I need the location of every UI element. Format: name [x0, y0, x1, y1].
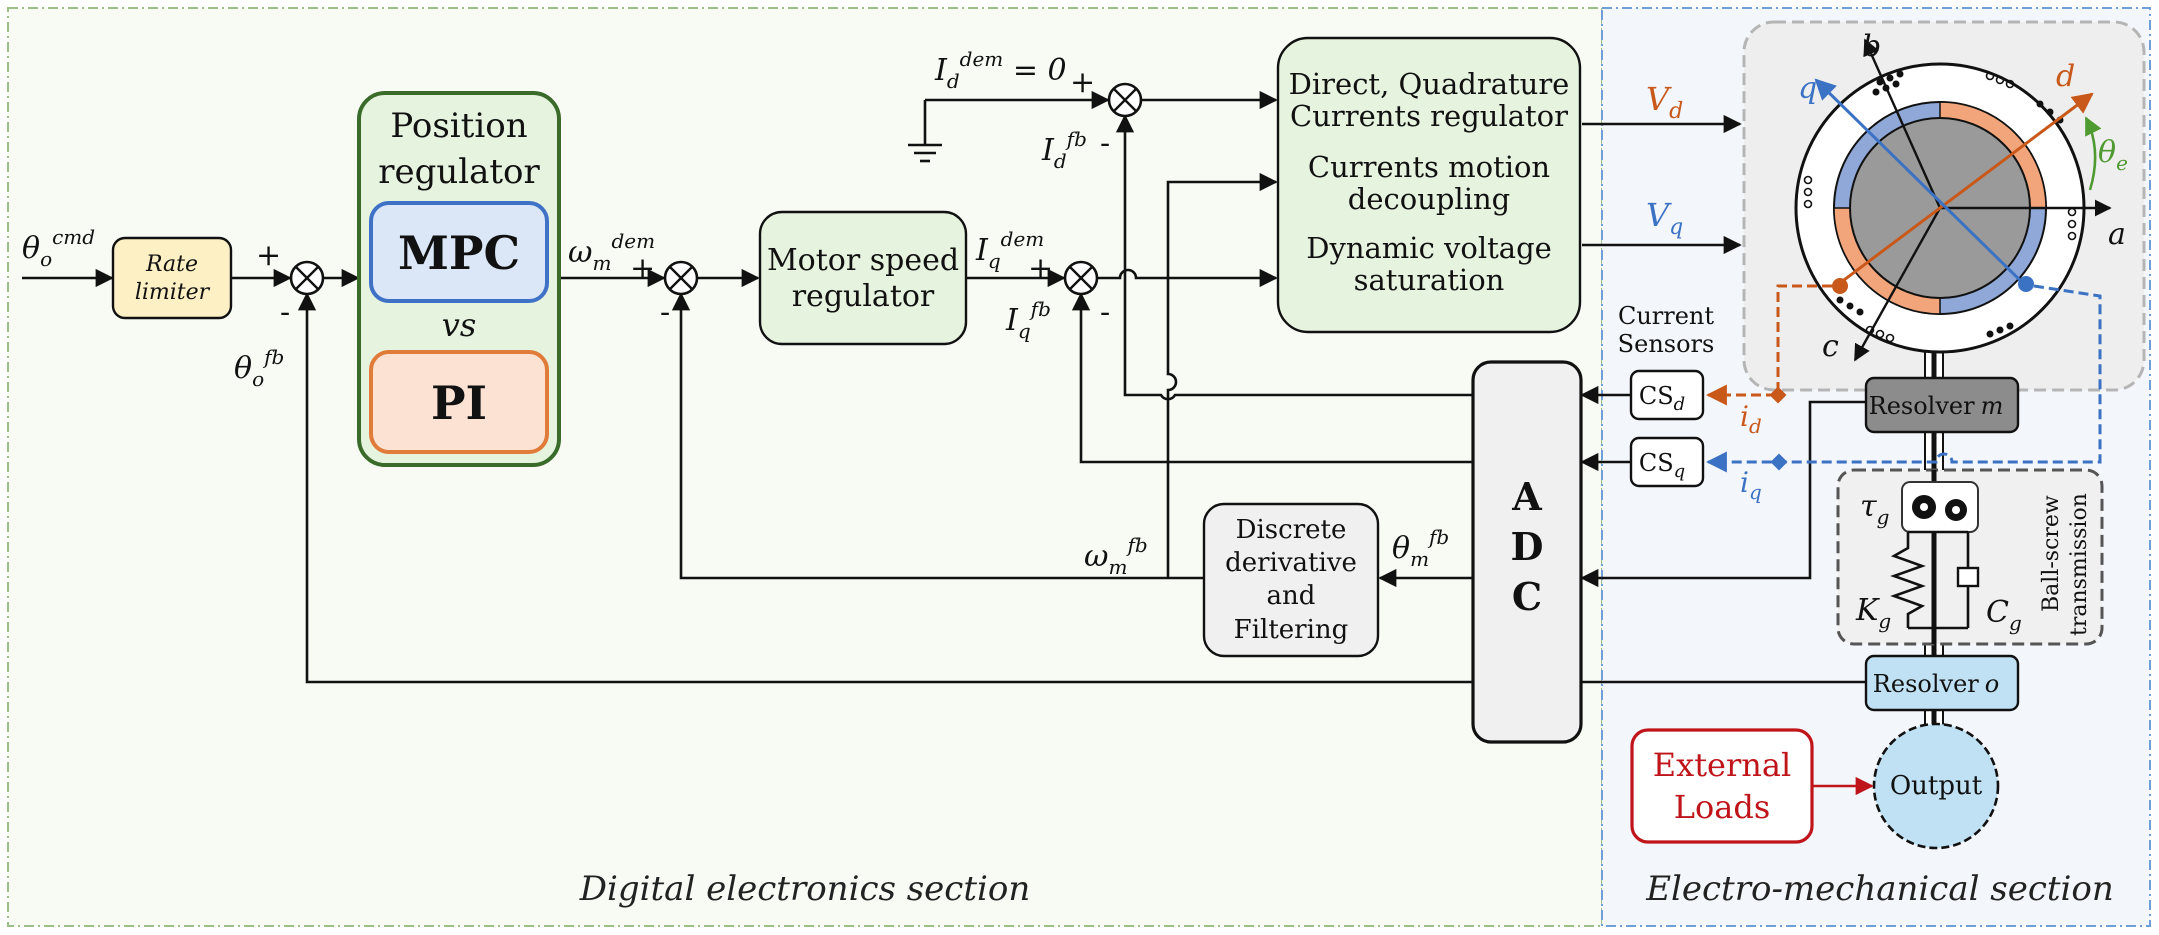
damper-icon	[1908, 530, 1980, 630]
axis-d-label: d	[2056, 59, 2075, 94]
svg-text:D: D	[1511, 524, 1544, 569]
mpc-block: MPC	[369, 201, 549, 303]
pi-block: PI	[369, 350, 549, 454]
svg-text:Loads: Loads	[1674, 788, 1771, 826]
pmsm-motor-cross-section	[1794, 38, 2112, 362]
svg-text:MPC: MPC	[398, 226, 520, 280]
vd-label: Vd	[1646, 80, 1683, 124]
svg-text:Position: Position	[390, 106, 527, 146]
cs-d-sensor: CSd	[1629, 369, 1705, 421]
sign-plus-id: +	[1070, 65, 1095, 100]
omega-dem-label: ωmdem	[568, 229, 655, 275]
id-current-label: id	[1740, 400, 1762, 438]
svg-text:External: External	[1653, 746, 1791, 784]
svg-text:regulator: regulator	[378, 152, 540, 192]
iq-dem-label: Iqdem	[975, 227, 1044, 273]
vs-label: vs	[442, 306, 477, 344]
svg-text:C: C	[1512, 574, 1542, 619]
svg-text:Filtering: Filtering	[1234, 615, 1349, 645]
svg-text:Output: Output	[1890, 771, 1983, 801]
position-regulator-block: Position regulator MPC vs PI	[357, 91, 561, 467]
sign-plus-iq: +	[1028, 251, 1053, 286]
svg-text:decoupling: decoupling	[1348, 182, 1510, 216]
ball-screw-label-2: transmission	[2067, 493, 2092, 636]
theta-m-fb-label: θmfb	[1392, 525, 1449, 571]
sign-plus-position: +	[256, 238, 281, 273]
motor-speed-regulator-block: Motor speed regulator	[758, 210, 968, 346]
sign-minus-iq: -	[1100, 295, 1110, 330]
theta-e-label: θe	[2098, 135, 2128, 175]
cs-q-sensor: CSq	[1629, 436, 1705, 488]
svg-text:CSd: CSd	[1639, 382, 1685, 415]
omega-fb-label: ωmfb	[1084, 533, 1148, 579]
svg-text:regulator: regulator	[792, 279, 935, 314]
iq-sum-junction	[1063, 260, 1099, 296]
axis-c-label: c	[1822, 329, 1839, 364]
sign-minus-id: -	[1100, 126, 1110, 161]
iq-fb-label: Iqfb	[1005, 297, 1051, 343]
digital-section-label: Digital electronics section	[579, 869, 1031, 909]
sign-minus-speed: -	[660, 295, 670, 330]
gear-icon	[1901, 481, 1979, 533]
theta-fb-label: θofb	[234, 345, 284, 391]
svg-text:Direct, Quadrature: Direct, Quadrature	[1289, 67, 1570, 101]
external-loads-block: External Loads	[1630, 728, 1814, 844]
svg-text:Currents motion: Currents motion	[1308, 150, 1550, 184]
svg-text:Dynamic voltage: Dynamic voltage	[1306, 231, 1552, 265]
svg-text:Motor speed: Motor speed	[767, 243, 959, 278]
kg-label: Kg	[1855, 593, 1891, 633]
position-sum-junction	[289, 260, 325, 296]
id-fb-label: Idfb	[1041, 127, 1087, 173]
id-dem-label: Iddem = 0	[934, 47, 1067, 93]
iq-current-label: iq	[1740, 466, 1762, 504]
current-sensors-label: Current	[1618, 302, 1714, 330]
rate-limiter-block: Rate limiter	[111, 236, 233, 320]
svg-text:CSq: CSq	[1639, 449, 1685, 482]
svg-text:Currents regulator: Currents regulator	[1290, 99, 1568, 133]
sign-plus-speed: +	[630, 251, 655, 286]
vq-label: Vq	[1646, 196, 1683, 240]
axis-b-label: b	[1862, 29, 1881, 64]
output-load: Output	[1872, 722, 2000, 850]
id-sum-junction	[1107, 82, 1143, 118]
svg-text:PI: PI	[431, 376, 487, 430]
currents-regulator-block: Direct, Quadrature Currents regulator Cu…	[1276, 36, 1582, 334]
svg-text:Rate: Rate	[145, 252, 198, 277]
svg-text:and: and	[1267, 581, 1316, 611]
ball-screw-label: Ball-screw	[2039, 495, 2064, 612]
svg-text:A: A	[1511, 474, 1542, 519]
svg-text:Discrete: Discrete	[1236, 515, 1347, 545]
theta-cmd-label: θocmd	[22, 225, 95, 271]
adc-block: A D C	[1471, 360, 1583, 744]
svg-text:limiter: limiter	[135, 280, 211, 305]
svg-text:derivative: derivative	[1225, 548, 1357, 578]
electromech-section-label: Electro-mechanical section	[1645, 869, 2114, 909]
axis-q-label: q	[1798, 71, 1817, 106]
axis-a-label: a	[2108, 217, 2126, 252]
current-sensors-label-2: Sensors	[1618, 330, 1715, 358]
cg-label: Cg	[1986, 595, 2022, 635]
spring-icon	[1890, 532, 1926, 628]
derivative-filter-block: Discrete derivative and Filtering	[1202, 502, 1380, 658]
speed-sum-junction	[663, 260, 699, 296]
tau-g-label: τg	[1860, 489, 1889, 529]
sign-minus-position: -	[280, 295, 290, 330]
svg-text:saturation: saturation	[1354, 263, 1505, 297]
